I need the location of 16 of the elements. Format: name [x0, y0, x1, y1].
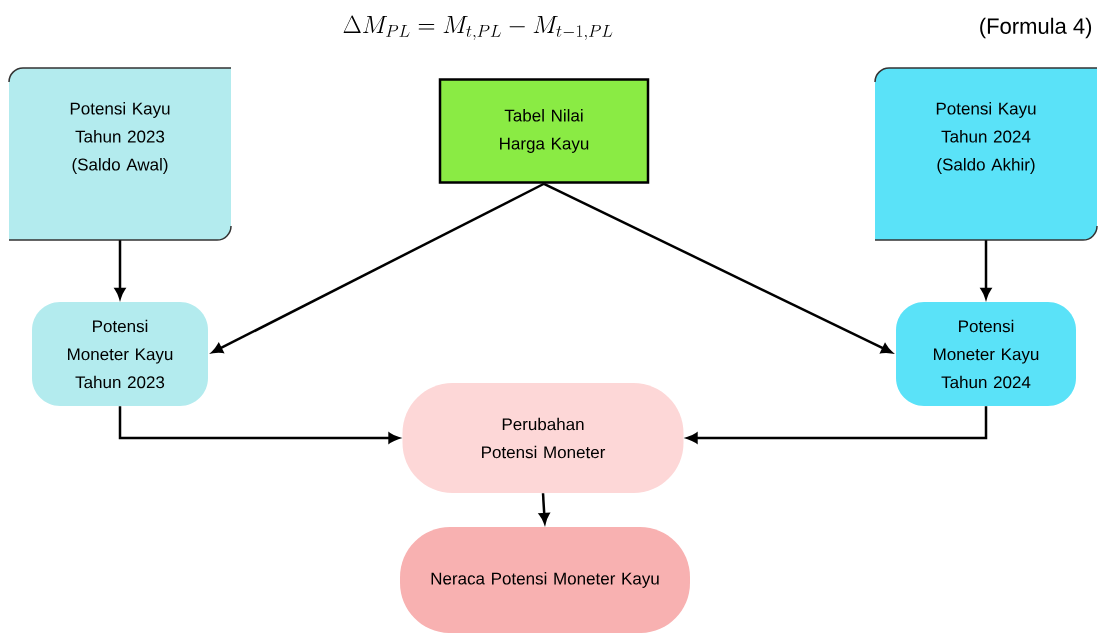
data-box: Potensi Kayu Tahun 2024 (Saldo Akhir) [874, 67, 1098, 241]
arrow [980, 240, 992, 299]
result-box: Neraca Potensi Moneter Kayu [400, 527, 690, 633]
process-box: Potensi Moneter Kayu Tahun 2023 [32, 302, 208, 406]
arrow [543, 182, 893, 354]
process-box: Potensi Moneter Kayu Tahun 2024 [896, 302, 1076, 406]
arrow [211, 182, 545, 354]
arrow [114, 240, 126, 299]
table-box: Tabel Nilai Harga Kayu [438, 78, 650, 184]
arrow [686, 406, 988, 444]
arrow [118, 406, 400, 444]
arrow [538, 493, 550, 524]
result-box: Perubahan Potensi Moneter [402, 383, 684, 493]
data-box: Potensi Kayu Tahun 2023 (Saldo Awal) [8, 67, 232, 241]
formula-number: (Formula 4) [980, 17, 1092, 39]
formula: $\Delta M_{PL} = M_{t,PL} - M_{t-1,PL}$ [343, 15, 613, 41]
